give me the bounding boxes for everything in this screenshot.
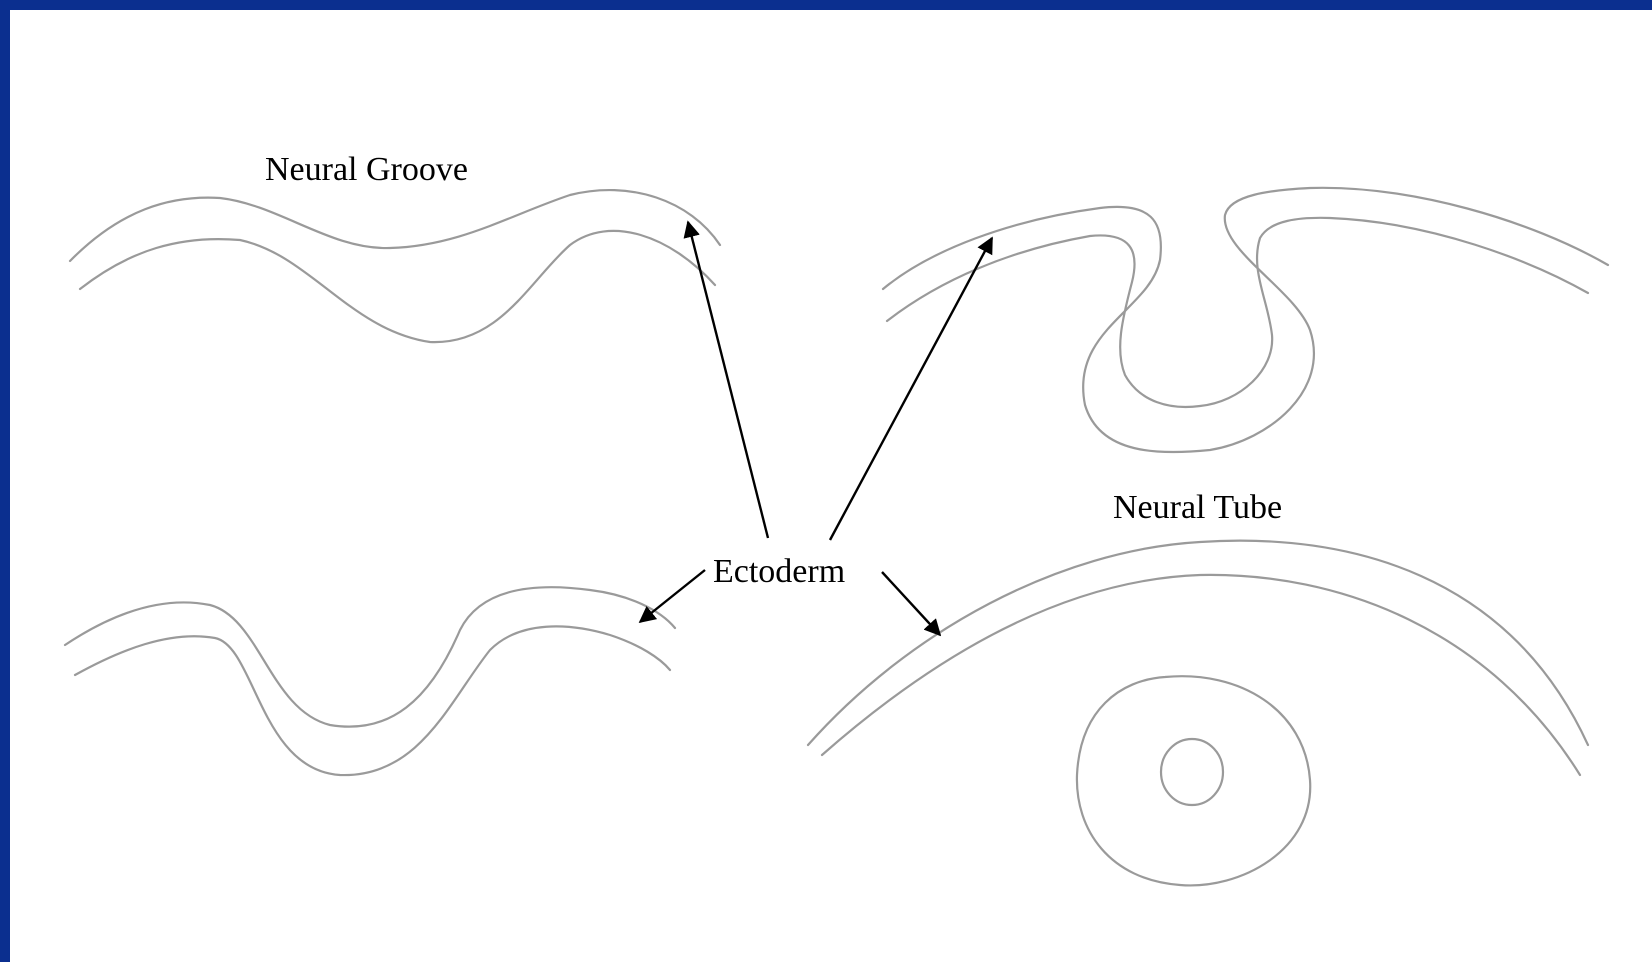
diagram (63, 186, 1610, 887)
stage-3-ectoderm-sheet (881, 186, 1610, 454)
stage-4-ectoderm-inner (820, 573, 1582, 777)
stage-1-inner-edge (78, 229, 717, 344)
ectoderm-arrow-stage-4 (881, 571, 942, 637)
ectoderm-arrow-stage-1 (683, 220, 770, 539)
neural-tube-outer-wall (1075, 675, 1312, 887)
ectoderm-arrow-stage-2 (638, 569, 706, 624)
neural-tube-lumen (1159, 737, 1225, 807)
label-neural-groove: Neural Groove (265, 151, 468, 188)
stage-3-outer-edge (881, 186, 1610, 454)
stage-2-ectoderm-sheet (63, 586, 677, 777)
ectoderm-arrow-stage-3 (828, 236, 994, 541)
stage-2-inner-edge (73, 625, 672, 777)
stage-1-ectoderm-sheet (68, 188, 722, 344)
label-neural-tube: Neural Tube (1113, 489, 1283, 526)
stage-4-neural-tube (806, 539, 1590, 887)
slide-canvas: Neural Groove Neural Tube Ectoderm (10, 10, 1652, 962)
stage-4-ectoderm-outer (806, 539, 1590, 747)
stage-1-outer-edge (68, 188, 722, 263)
stage-2-outer-edge (63, 586, 677, 728)
label-ectoderm: Ectoderm (713, 553, 846, 590)
stage-3-inner-edge (885, 216, 1590, 409)
